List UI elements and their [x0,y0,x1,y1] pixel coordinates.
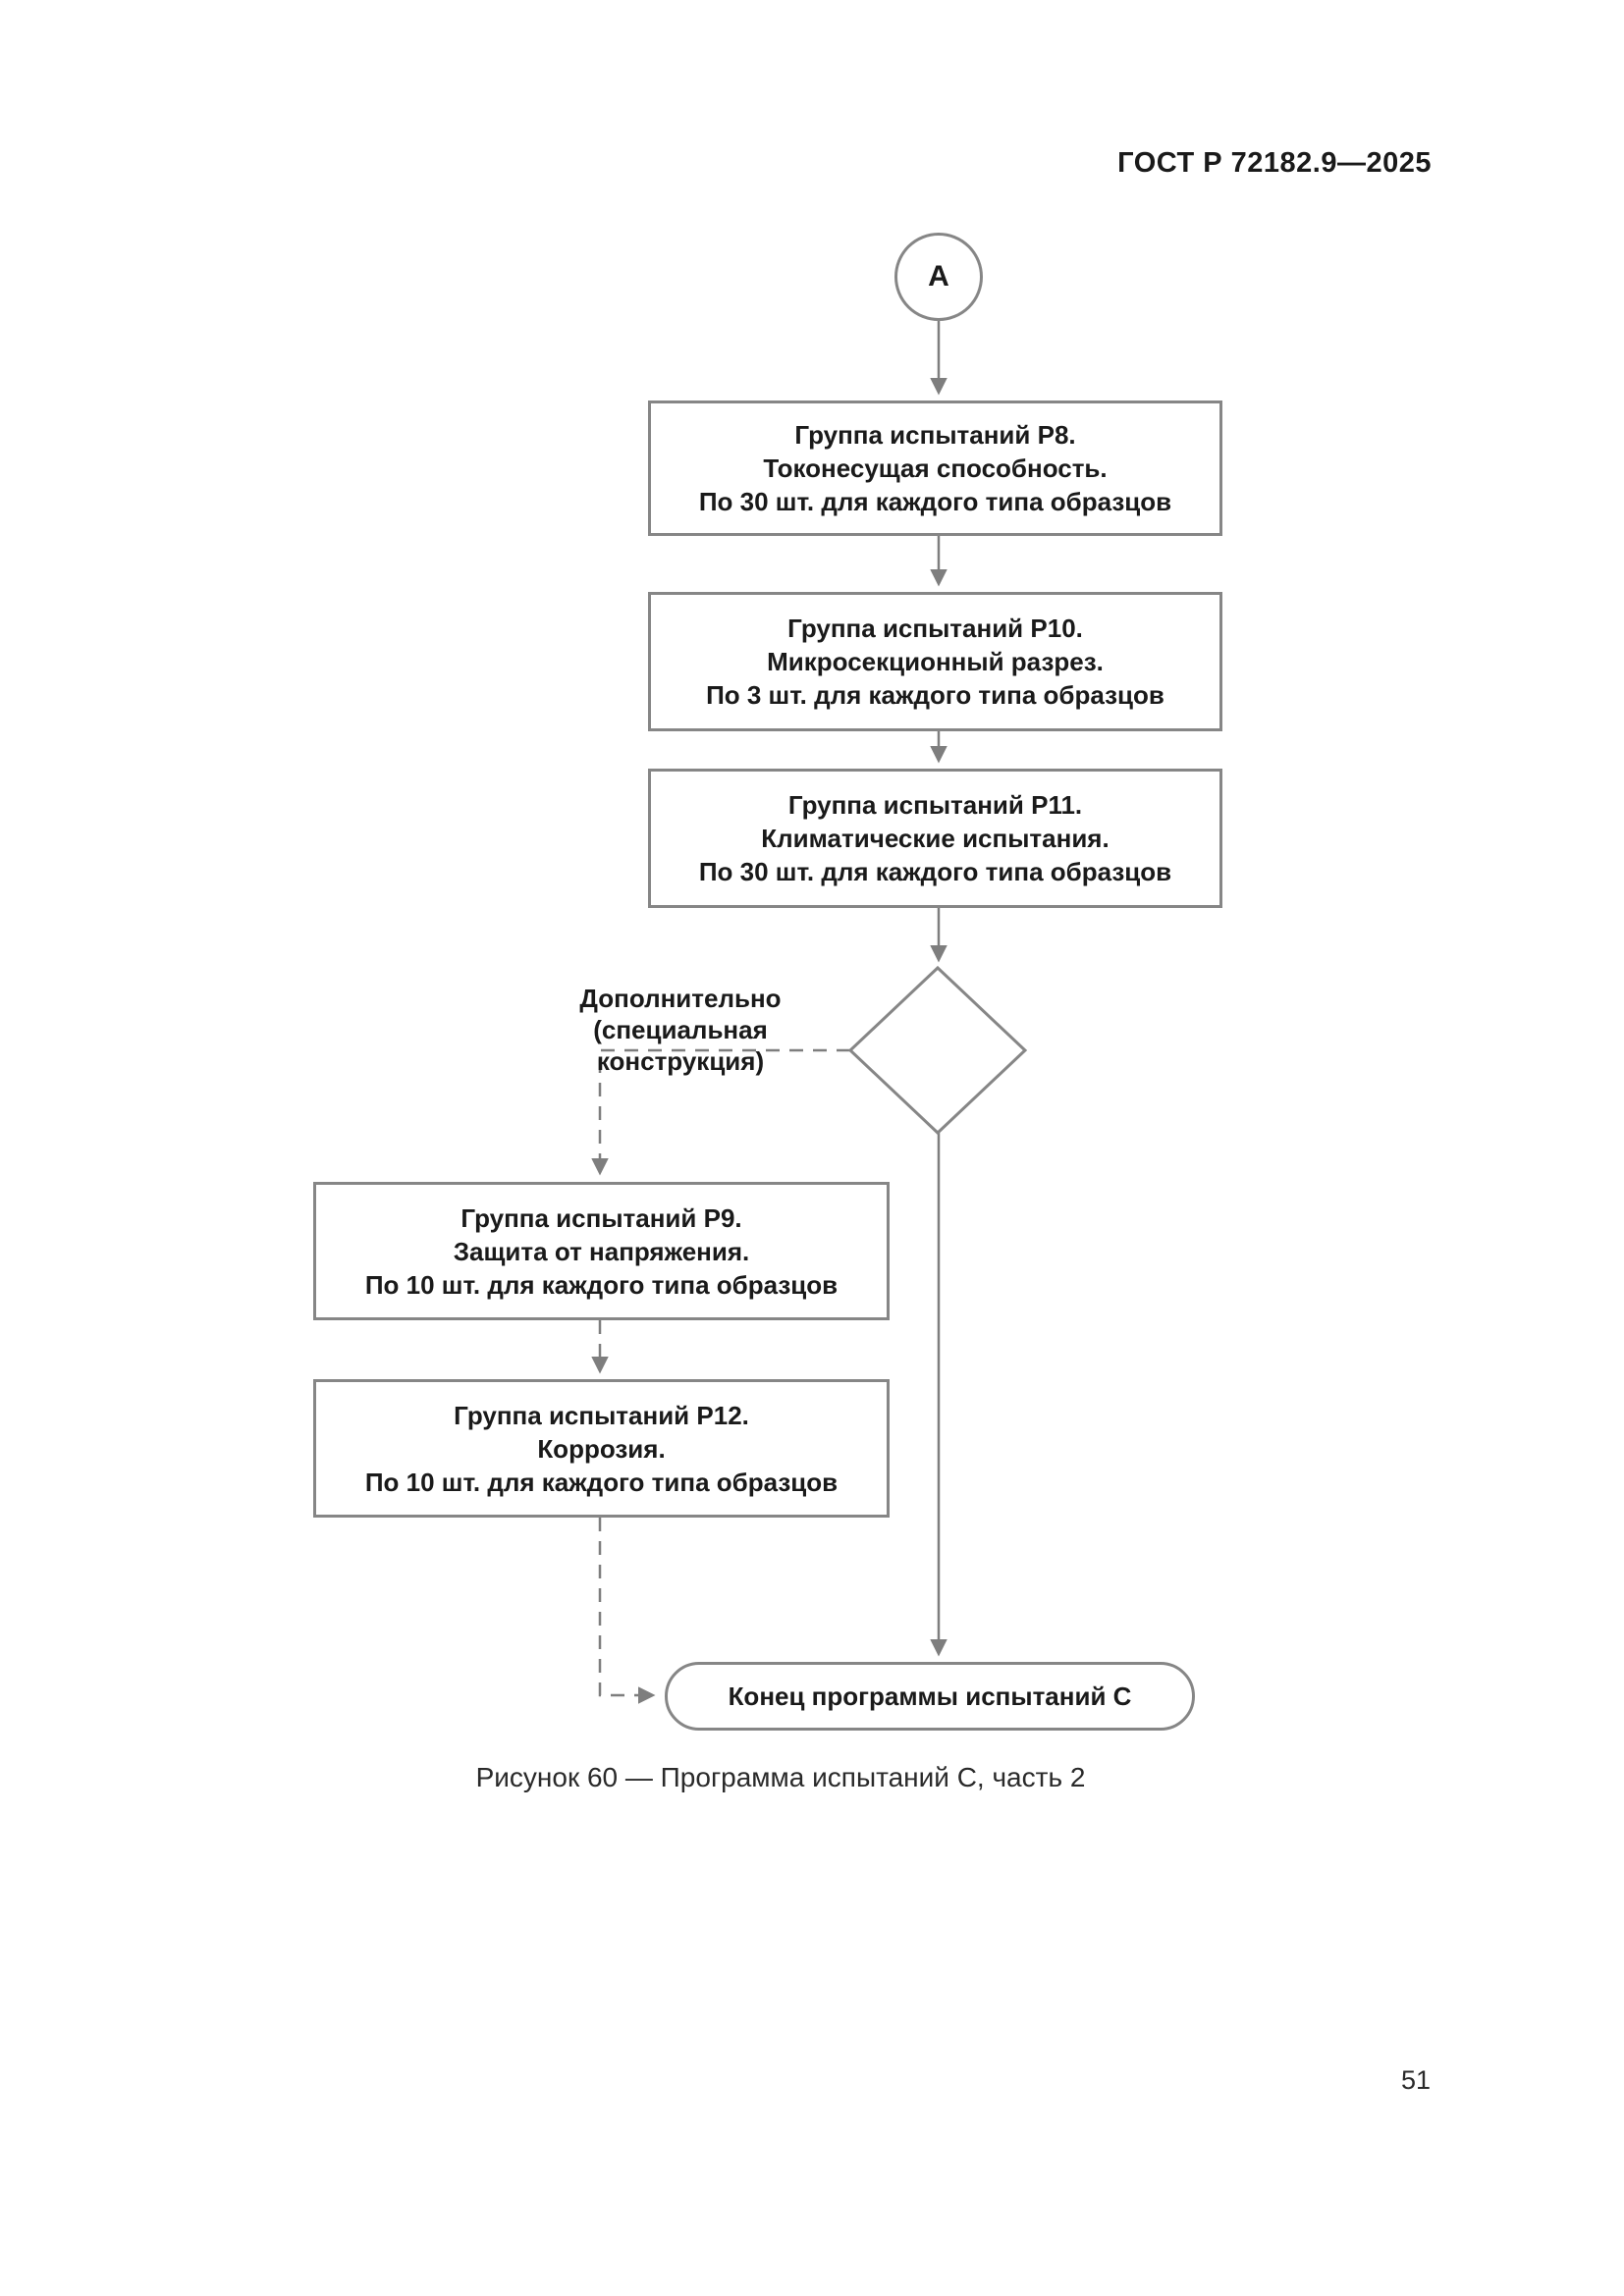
p11-line3: По 30 шт. для каждого типа образцов [698,857,1172,886]
start-connector-node: А [894,233,983,321]
p10-line3: По 3 шт. для каждого типа образцов [706,680,1164,710]
document-header: ГОСТ Р 72182.9—2025 [1117,147,1432,179]
decision-branch-label: Дополнительно (специальная конструкция) [523,983,838,1077]
p10-line1: Группа испытаний Р10. [787,614,1083,643]
decision-label-line1: Дополнительно [579,984,782,1013]
p9-line1: Группа испытаний Р9. [460,1202,742,1233]
p9-line2: Защита от напряжения. [453,1236,750,1266]
end-terminator-label: Конец программы испытаний С [728,1682,1132,1711]
process-box-p10: Группа испытаний Р10. Микросекционный ра… [648,592,1222,731]
p8-line2: Токонесущая способность. [763,454,1108,483]
p11-line1: Группа испытаний Р11. [787,790,1083,820]
process-box-p8: Группа испытаний Р8. Токонесущая способн… [648,400,1222,536]
figure-caption: Рисунок 60 — Программа испытаний С, част… [475,1762,1086,1792]
page-number: 51 [1400,2065,1431,2095]
start-connector-label: А [928,260,949,293]
decision-label-line2: (специальная конструкция) [593,1015,768,1076]
p8-line1: Группа испытаний Р8. [794,420,1076,450]
dashed-connector-p12-to-terminator [598,1518,656,1704]
end-terminator-node: Конец программы испытаний С [665,1662,1195,1731]
p11-line2: Климатические испытания. [761,824,1110,853]
decision-diamond [847,965,1028,1136]
p12-line3: По 10 шт. для каждого типа образцов [364,1467,839,1497]
process-box-p12: Группа испытаний Р12. Коррозия. По 10 шт… [313,1379,890,1518]
p12-line2: Коррозия. [537,1433,666,1464]
process-box-p11: Группа испытаний Р11. Климатические испы… [648,769,1222,908]
p12-line1: Группа испытаний Р12. [454,1400,749,1430]
p10-line2: Микросекционный разрез. [767,647,1104,676]
dashed-connector-diamond-to-p9 [591,1048,850,1176]
process-box-p9: Группа испытаний Р9. Защита от напряжени… [313,1182,890,1320]
p9-line3: По 10 шт. для каждого типа образцов [364,1269,839,1300]
p8-line3: По 30 шт. для каждого типа образцов [698,487,1172,516]
